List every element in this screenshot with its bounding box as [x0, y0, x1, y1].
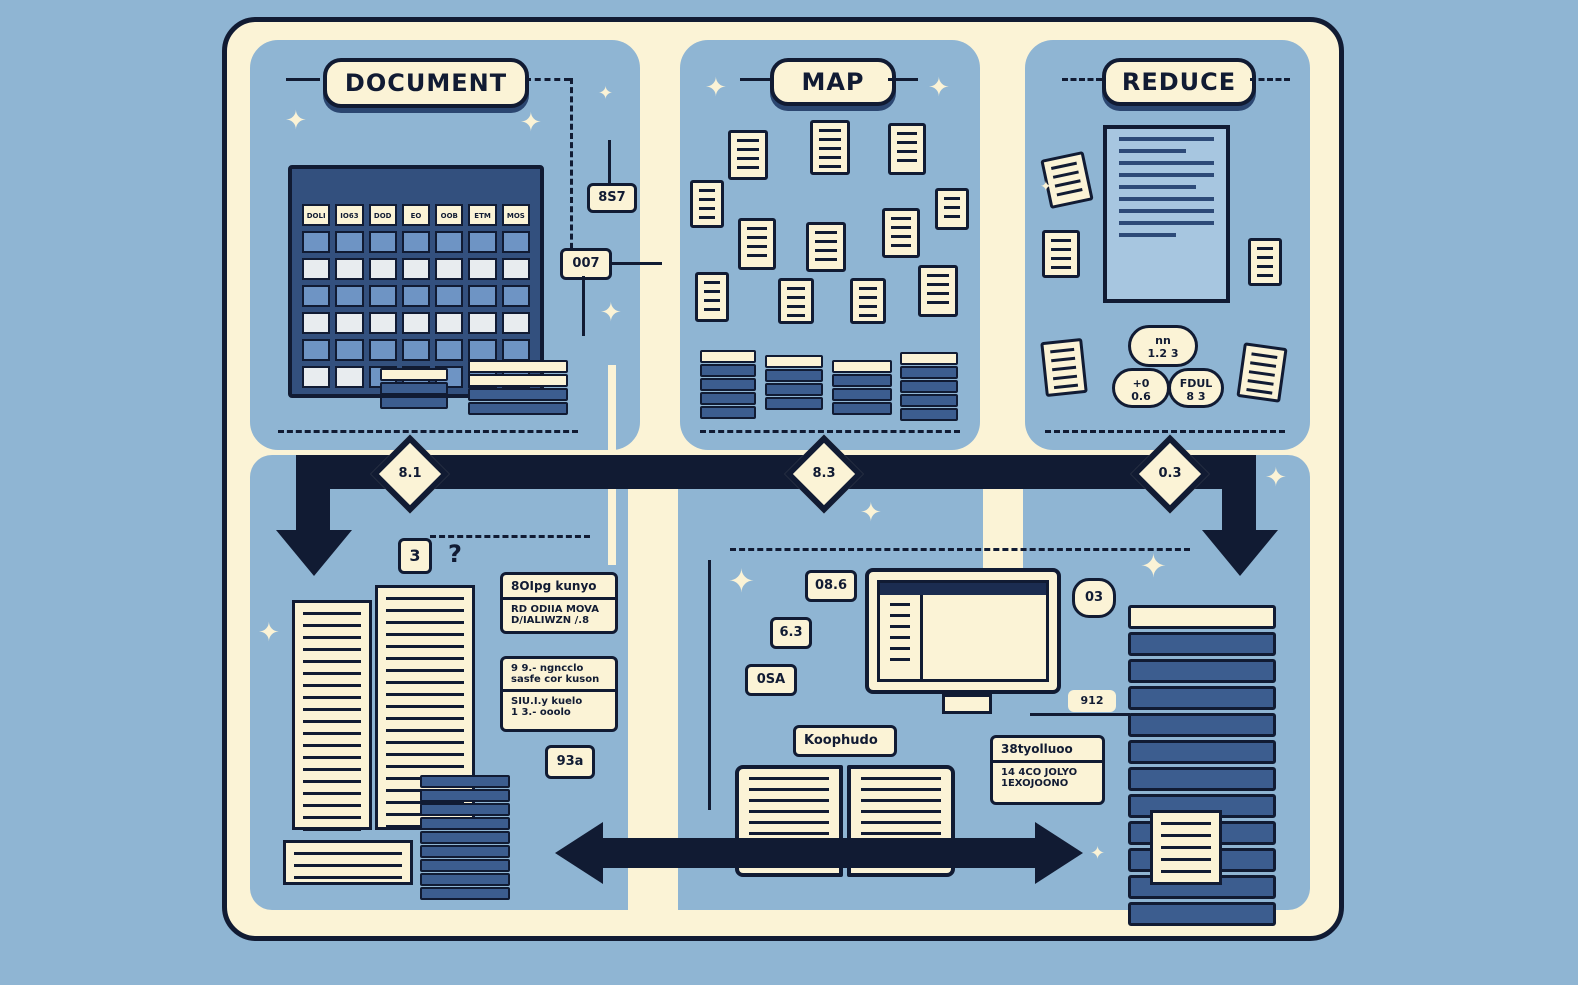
dashed-connector — [430, 535, 590, 538]
dashed-arrow — [1045, 430, 1285, 433]
divider-column — [628, 455, 678, 910]
info-box: 9 9.- ngncclo sasfe cor kuson SIU.I.y ku… — [500, 656, 618, 732]
cabinet-header: ETM — [468, 204, 497, 226]
cabinet-header: DOD — [368, 204, 397, 226]
dashed-connector — [1250, 78, 1290, 81]
sparkle-icon: ✦ — [860, 498, 882, 528]
sparkle-icon: ✦ — [728, 562, 755, 600]
report-board-icon — [1103, 125, 1230, 303]
cabinet-header: MOS — [501, 204, 530, 226]
book-stack-icon — [420, 775, 510, 901]
file-cabinet-icon: DOLI IO63 DOD EO OOB ETM MOS — [288, 165, 544, 398]
arrow-down-icon — [1202, 530, 1278, 576]
callout-label: 0SA — [745, 664, 797, 696]
cabinet-header: DOLI — [302, 204, 331, 226]
callout-label: 007 — [560, 248, 612, 280]
flow-arrow-right-drop — [1222, 455, 1256, 535]
cabinet-header: IO63 — [335, 204, 364, 226]
map-title: MAP — [770, 58, 896, 106]
flow-arrow-main — [296, 455, 1256, 489]
flow-arrow-left-drop — [296, 455, 330, 535]
sparkle-icon: ✦ — [1140, 547, 1167, 585]
dashed-arrow — [278, 430, 578, 433]
sparkle-icon: ✦ — [600, 298, 622, 328]
document-icon — [1248, 238, 1282, 286]
arrow-down-icon — [276, 530, 352, 576]
label-box: Koophudo — [793, 725, 897, 757]
dashed-connector — [525, 78, 570, 81]
paper-stack-icon — [468, 360, 568, 416]
dashed-connector — [1062, 78, 1102, 81]
document-icon — [1150, 810, 1222, 885]
connector — [582, 276, 585, 336]
flow-diamond-label: 0.3 — [1158, 466, 1182, 481]
flow-diamond-label: 8.3 — [812, 466, 836, 481]
document-icon — [882, 208, 920, 258]
document-page-icon — [292, 600, 372, 831]
document-card-icon — [283, 840, 413, 885]
document-icon — [1040, 337, 1088, 398]
document-title: DOCUMENT — [323, 58, 529, 108]
paper-stack-icon — [765, 355, 823, 411]
cabinet-header: EO — [401, 204, 431, 226]
question-mark-icon: ? — [448, 540, 462, 568]
paper-stack-icon — [380, 368, 448, 410]
document-icon — [690, 180, 724, 228]
sparkle-icon: ✦ — [520, 108, 542, 138]
step-badge: 3 — [398, 538, 432, 574]
connector — [708, 560, 711, 810]
connector — [1030, 713, 1130, 716]
cabinet-header: OOB — [435, 204, 464, 226]
sparkle-icon: ✦ — [928, 73, 950, 103]
callout-label: 6.3 — [770, 617, 812, 649]
callout-label: 08.6 — [805, 570, 857, 602]
document-icon — [695, 272, 729, 322]
sparkle-icon: ✦ — [258, 618, 280, 648]
connector — [740, 78, 770, 81]
dashed-arrow — [700, 430, 960, 433]
monitor-stand — [942, 694, 992, 714]
document-icon — [888, 123, 926, 175]
paper-stack-icon — [900, 352, 958, 422]
document-icon — [738, 218, 776, 270]
sparkle-icon: ✦ — [705, 73, 727, 103]
arrow-left-icon — [612, 262, 662, 265]
tag-label: 912 — [1068, 690, 1116, 712]
arrow-left-icon — [555, 822, 603, 884]
document-icon — [850, 278, 886, 324]
document-icon — [810, 120, 850, 175]
connector — [608, 140, 611, 185]
info-box: 38tyolluoo 14 4CO JOLYO 1EXOJOONO — [990, 735, 1105, 805]
callout-circle: 03 — [1072, 578, 1116, 618]
document-icon — [728, 130, 768, 180]
sparkle-icon: ✦ — [1090, 843, 1106, 864]
document-icon — [778, 278, 814, 324]
callout-label: 8S7 — [587, 183, 637, 213]
document-icon — [806, 222, 846, 272]
arrow-right-icon — [1035, 822, 1083, 884]
arrow-left-icon — [286, 78, 320, 81]
connector — [888, 78, 918, 81]
computer-monitor-icon — [865, 568, 1061, 694]
paper-stack-icon — [832, 360, 892, 416]
document-icon — [918, 265, 958, 317]
document-icon — [935, 188, 969, 230]
reduce-title: REDUCE — [1102, 58, 1256, 106]
sparkle-icon: ✦ — [1265, 463, 1287, 493]
sparkle-icon: ✦ — [1040, 179, 1052, 195]
dashed-connector — [570, 78, 573, 258]
sparkle-icon: ✦ — [285, 106, 307, 136]
sparkle-icon: ✦ — [598, 83, 614, 104]
dashed-connector — [730, 548, 1190, 551]
document-icon — [1236, 342, 1288, 403]
callout-label: 93a — [545, 745, 595, 779]
info-box: 8OIpg kunyo RD ODIIA MOVA D/IALIWZN /.8 — [500, 572, 618, 634]
flow-diamond-label: 8.1 — [398, 466, 422, 481]
document-icon — [1042, 230, 1080, 278]
paper-stack-icon — [700, 350, 756, 420]
double-arrow-bar — [600, 838, 1040, 868]
